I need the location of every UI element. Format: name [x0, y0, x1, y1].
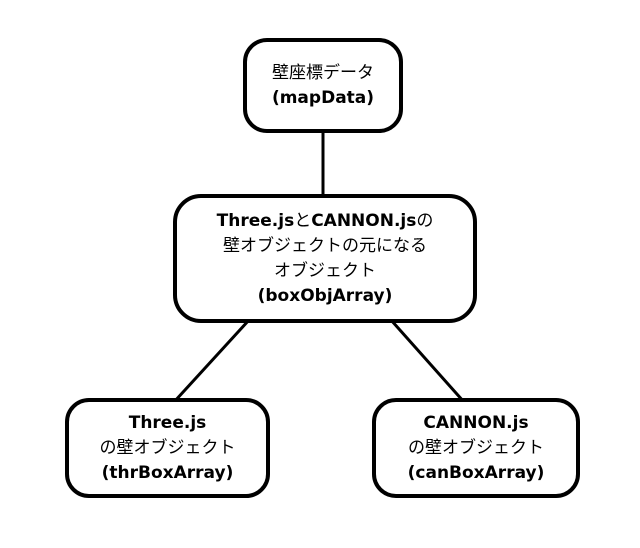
node-mapdata-label-text: 壁座標データ [272, 62, 374, 83]
node-canboxarray-lib-text: CANNON.js [423, 412, 529, 433]
node-boxobjarray-and-text: と [294, 210, 312, 231]
node-mapdata-varname: (mapData) [272, 86, 374, 111]
node-boxobjarray-varname: (boxObjArray) [258, 284, 393, 309]
node-boxobjarray-line2: 壁オブジェクトの元になる [223, 234, 427, 259]
node-boxobjarray-lib2-text: CANNON.js [311, 210, 417, 231]
node-mapdata: 壁座標データ (mapData) [243, 38, 403, 133]
node-canboxarray-label: の壁オブジェクト [408, 436, 544, 461]
node-canboxarray-lib: CANNON.js [423, 411, 528, 436]
node-canboxarray-varname: (canBoxArray) [408, 461, 545, 486]
node-boxobjarray-varname-text: (boxObjArray) [257, 285, 393, 306]
node-mapdata-label: 壁座標データ [272, 61, 374, 86]
node-thrboxarray-label-text: の壁オブジェクト [99, 437, 236, 458]
node-boxobjarray-line3-text: オブジェクト [274, 260, 376, 281]
node-boxobjarray-no-text: の [416, 210, 434, 231]
edge-boxobjarray-to-thrboxarray [172, 318, 251, 404]
node-thrboxarray-varname-text: (thrBoxArray) [101, 462, 234, 483]
node-canboxarray-varname-text: (canBoxArray) [407, 462, 545, 483]
node-mapdata-varname-text: (mapData) [271, 87, 375, 108]
node-thrboxarray-varname: (thrBoxArray) [102, 461, 234, 486]
node-canboxarray-label-text: の壁オブジェクト [408, 437, 544, 458]
edge-boxobjarray-to-canboxarray [389, 319, 466, 403]
node-boxobjarray-line2-text: 壁オブジェクトの元になる [223, 235, 427, 256]
node-boxobjarray: Three.jsとCANNON.jsの 壁オブジェクトの元になる オブジェクト … [173, 194, 477, 323]
node-boxobjarray-line3: オブジェクト [274, 259, 376, 284]
node-canboxarray: CANNON.js の壁オブジェクト (canBoxArray) [372, 398, 580, 498]
node-thrboxarray-lib: Three.js [129, 411, 207, 436]
node-thrboxarray: Three.js の壁オブジェクト (thrBoxArray) [65, 398, 270, 498]
node-thrboxarray-lib-text: Three.js [128, 412, 207, 433]
node-boxobjarray-line1: Three.jsとCANNON.jsの [217, 209, 434, 234]
node-thrboxarray-label: の壁オブジェクト [100, 436, 236, 461]
node-boxobjarray-lib1-text: Three.js [216, 210, 295, 231]
